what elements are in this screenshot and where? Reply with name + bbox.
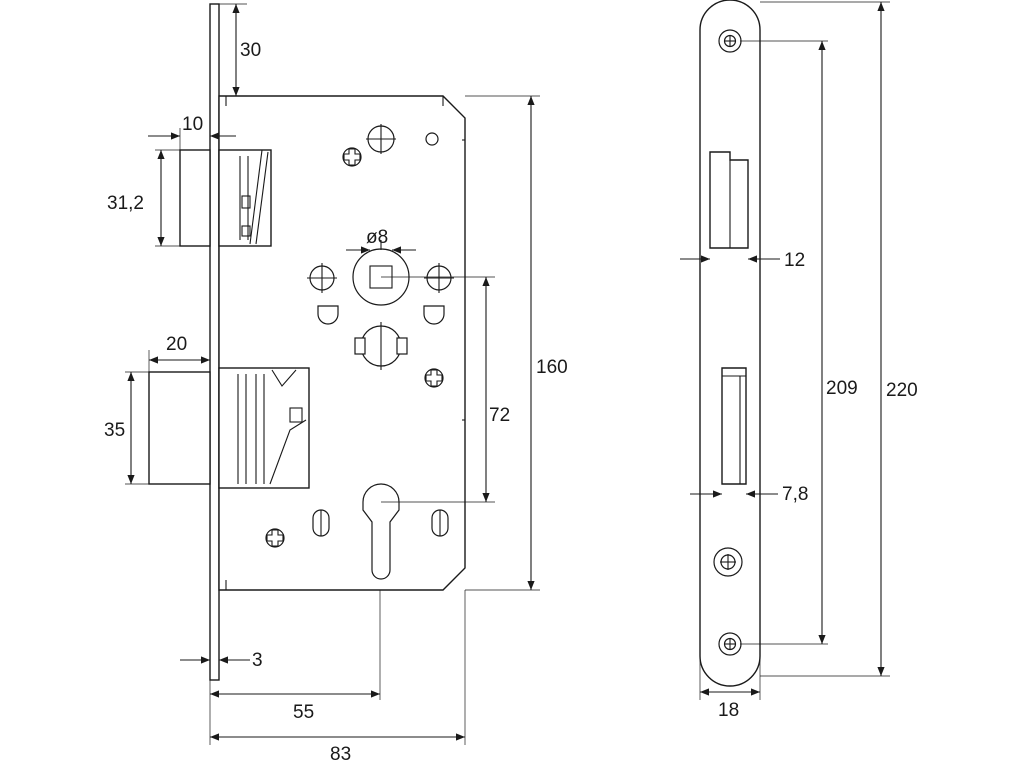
label-latch-projection: 10 [182, 114, 203, 135]
label-faceplate-width: 18 [718, 700, 739, 721]
phillips-screw-3 [265, 528, 285, 548]
faceplate-front-view: 12 7,8 209 220 18 [680, 0, 918, 721]
label-faceplate-top-offset: 30 [240, 40, 261, 61]
lock-faceplate [209, 3, 220, 681]
label-faceplate-thickness: 3 [252, 650, 263, 671]
label-case-height: 160 [536, 357, 568, 378]
change-lever-hub [354, 322, 408, 370]
label-bolt-slot-width: 7,8 [782, 484, 808, 505]
latch-slot [709, 151, 749, 249]
label-spindle-diameter: ø8 [366, 227, 388, 248]
label-latch-slot-width: 12 [784, 250, 805, 271]
faceplate-screw-hole-bottom [718, 632, 742, 656]
label-bolt-projection: 20 [166, 334, 187, 355]
label-centre-distance: 72 [489, 405, 510, 426]
label-faceplate-length: 220 [886, 380, 918, 401]
label-case-depth: 83 [330, 744, 351, 765]
faceplate-screw-hole-top [718, 29, 742, 53]
small-hole [425, 132, 439, 146]
label-backset: 55 [293, 702, 314, 723]
mortise-lock-side-view: 30 10 31,2 ø8 20 35 72 160 3 55 83 [104, 3, 568, 765]
latch-bolt [179, 149, 272, 247]
phillips-screw-1 [342, 147, 362, 167]
label-bolt-height: 35 [104, 420, 125, 441]
cylinder-cutout [362, 483, 400, 580]
label-latch-height: 31,2 [107, 193, 144, 214]
faceplate-screw-hole-middle [713, 547, 743, 577]
bolt-slot [721, 367, 747, 485]
faceplate-outline [699, 0, 761, 687]
label-screw-hole-spacing: 209 [826, 378, 858, 399]
phillips-screw-2 [424, 368, 444, 388]
dead-bolt [148, 367, 310, 489]
